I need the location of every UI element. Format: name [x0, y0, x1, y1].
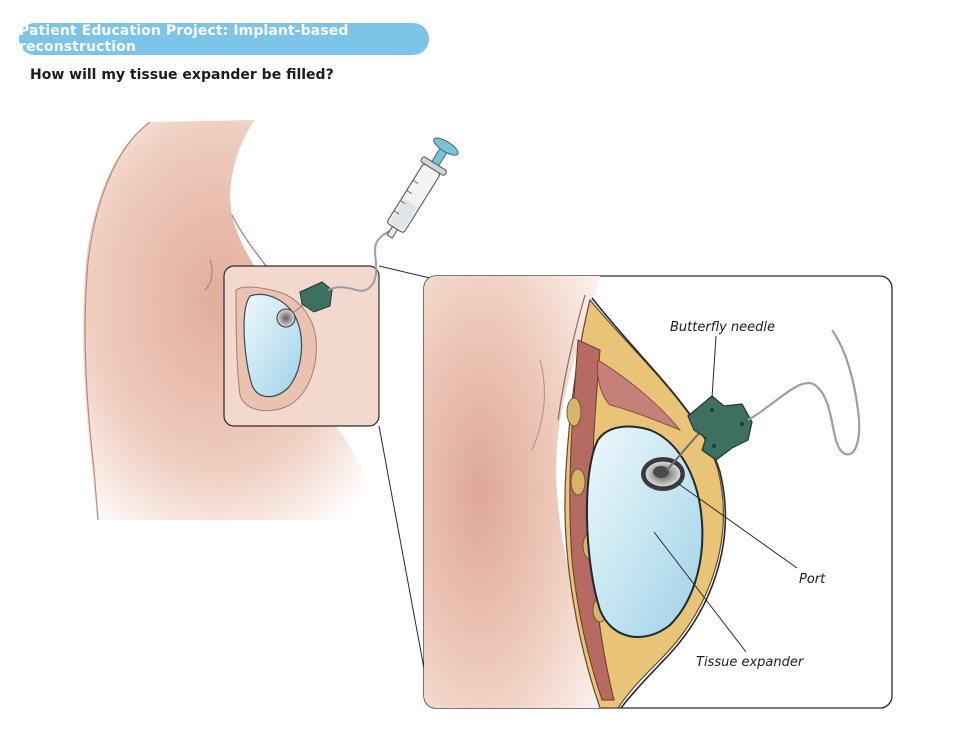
- project-title: Patient Education Project: Implant-based…: [19, 23, 349, 55]
- label-tissue-expander: Tissue expander: [696, 655, 805, 670]
- zoom-line-bottom: [378, 425, 429, 691]
- tubing: [747, 329, 861, 456]
- needle-shaft: [666, 431, 701, 471]
- syringe-assembly: [327, 137, 459, 292]
- page-question: How will my tissue expander be filled?: [30, 67, 334, 83]
- butterfly-needle: [687, 395, 753, 461]
- port-small: [276, 308, 296, 328]
- label-butterfly-needle: Butterfly needle: [670, 320, 775, 335]
- needle-small: [299, 281, 333, 313]
- project-title-banner: Patient Education Project: Implant-based…: [19, 23, 429, 55]
- inset-detail: Butterfly needle Port Tissue expander: [423, 275, 893, 709]
- zoom-source-box: [223, 265, 380, 427]
- zoom-line-top: [378, 265, 431, 279]
- label-port: Port: [799, 572, 826, 587]
- port: [641, 457, 685, 491]
